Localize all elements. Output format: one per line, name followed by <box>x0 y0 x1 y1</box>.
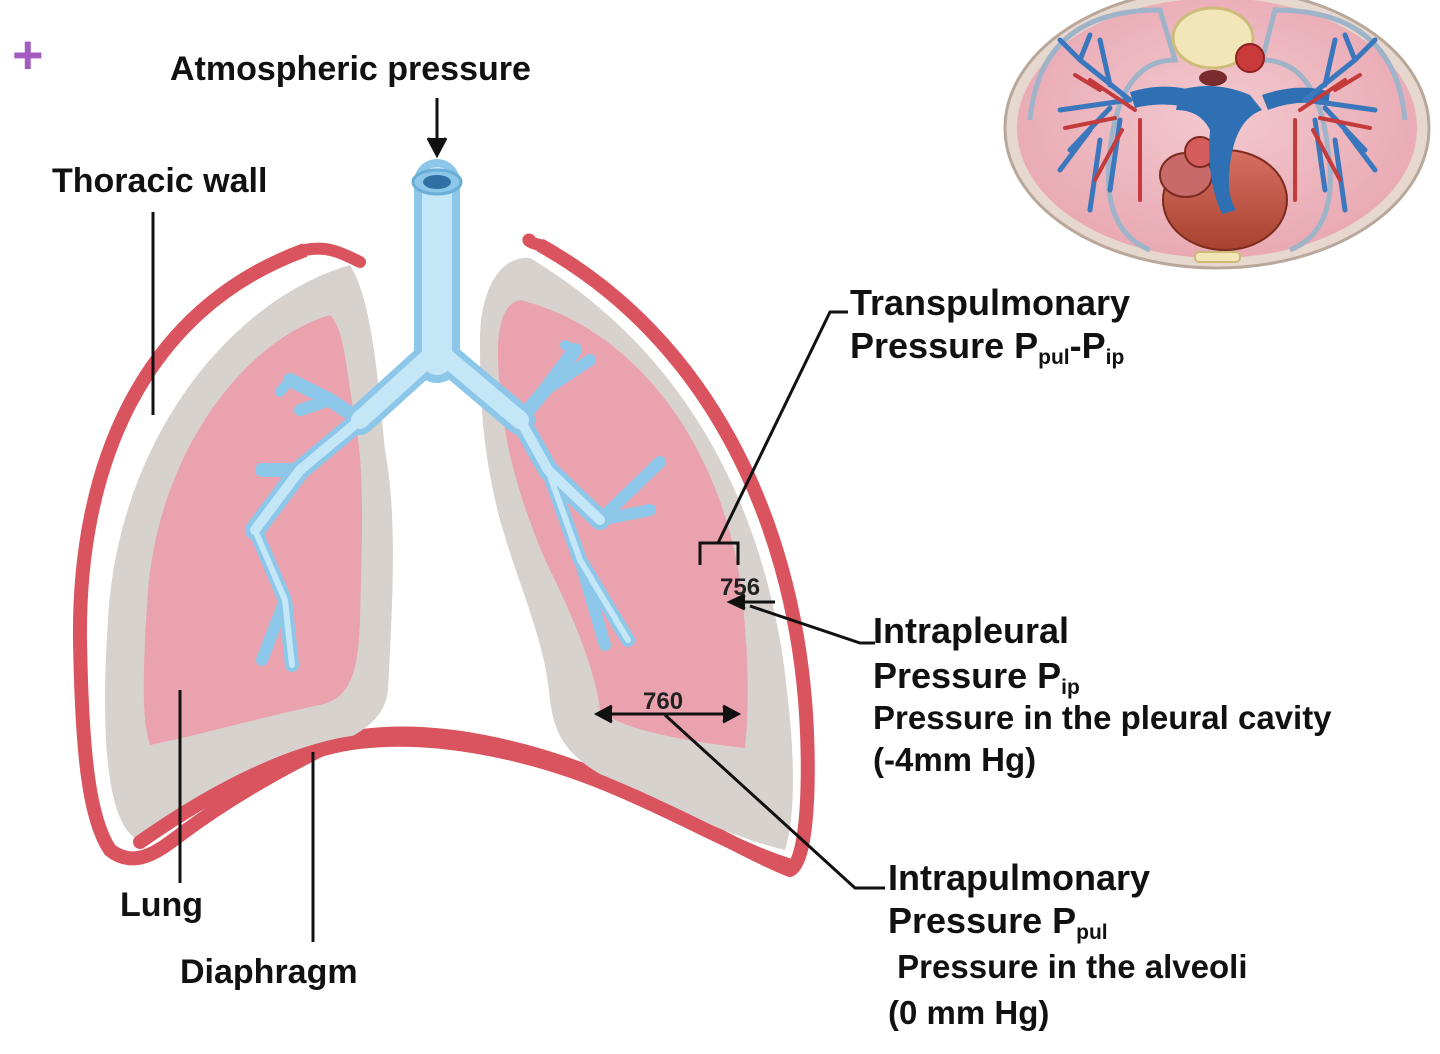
transpulmonary-mid: -P <box>1069 325 1106 366</box>
intrapleural-prefix: Pressure P <box>873 655 1062 696</box>
intrapleural-value-label: 756 <box>720 574 761 601</box>
intrapleural-description: Pressure in the pleural cavity <box>873 699 1332 736</box>
intrapulmonary-description: Pressure in the alveoli <box>888 948 1248 985</box>
intrapleural-value-text: (-4mm Hg) <box>873 741 1037 778</box>
diaphragm-shape <box>133 732 795 872</box>
intrapleural-formula: Pressure Pip <box>873 655 1080 699</box>
transpulmonary-sub-ip: ip <box>1105 346 1125 369</box>
intrapleural-sub-ip: ip <box>1061 676 1080 699</box>
transpulmonary-title: Transpulmonary <box>850 282 1131 323</box>
thorax-cross-section-image <box>1003 0 1431 270</box>
intrapulmonary-value-text: (0 mm Hg) <box>888 994 1050 1031</box>
intrapulmonary-prefix: Pressure P <box>888 900 1077 941</box>
transpulmonary-formula: Pressure Ppul-Pip <box>850 325 1125 369</box>
intrapulmonary-sub-pul: pul <box>1076 921 1108 944</box>
atmospheric-pressure-label: Atmospheric pressure <box>170 50 531 88</box>
plus-icon: + <box>12 25 44 85</box>
transpulmonary-sub-pul: pul <box>1038 346 1070 369</box>
lung-label: Lung <box>120 886 204 924</box>
transpulmonary-prefix: Pressure P <box>850 325 1039 366</box>
airway-tree <box>245 159 666 672</box>
intrapulmonary-title: Intrapulmonary <box>888 857 1151 898</box>
intrapleural-title: Intrapleural <box>873 610 1070 651</box>
intrapulmonary-value-label: 760 <box>643 688 684 715</box>
leader-lines <box>151 98 885 942</box>
intrapulmonary-formula: Pressure Ppul <box>888 900 1108 944</box>
thoracic-wall-label: Thoracic wall <box>52 162 268 200</box>
diaphragm-label: Diaphragm <box>180 953 358 991</box>
right-lung-shape <box>497 300 748 748</box>
